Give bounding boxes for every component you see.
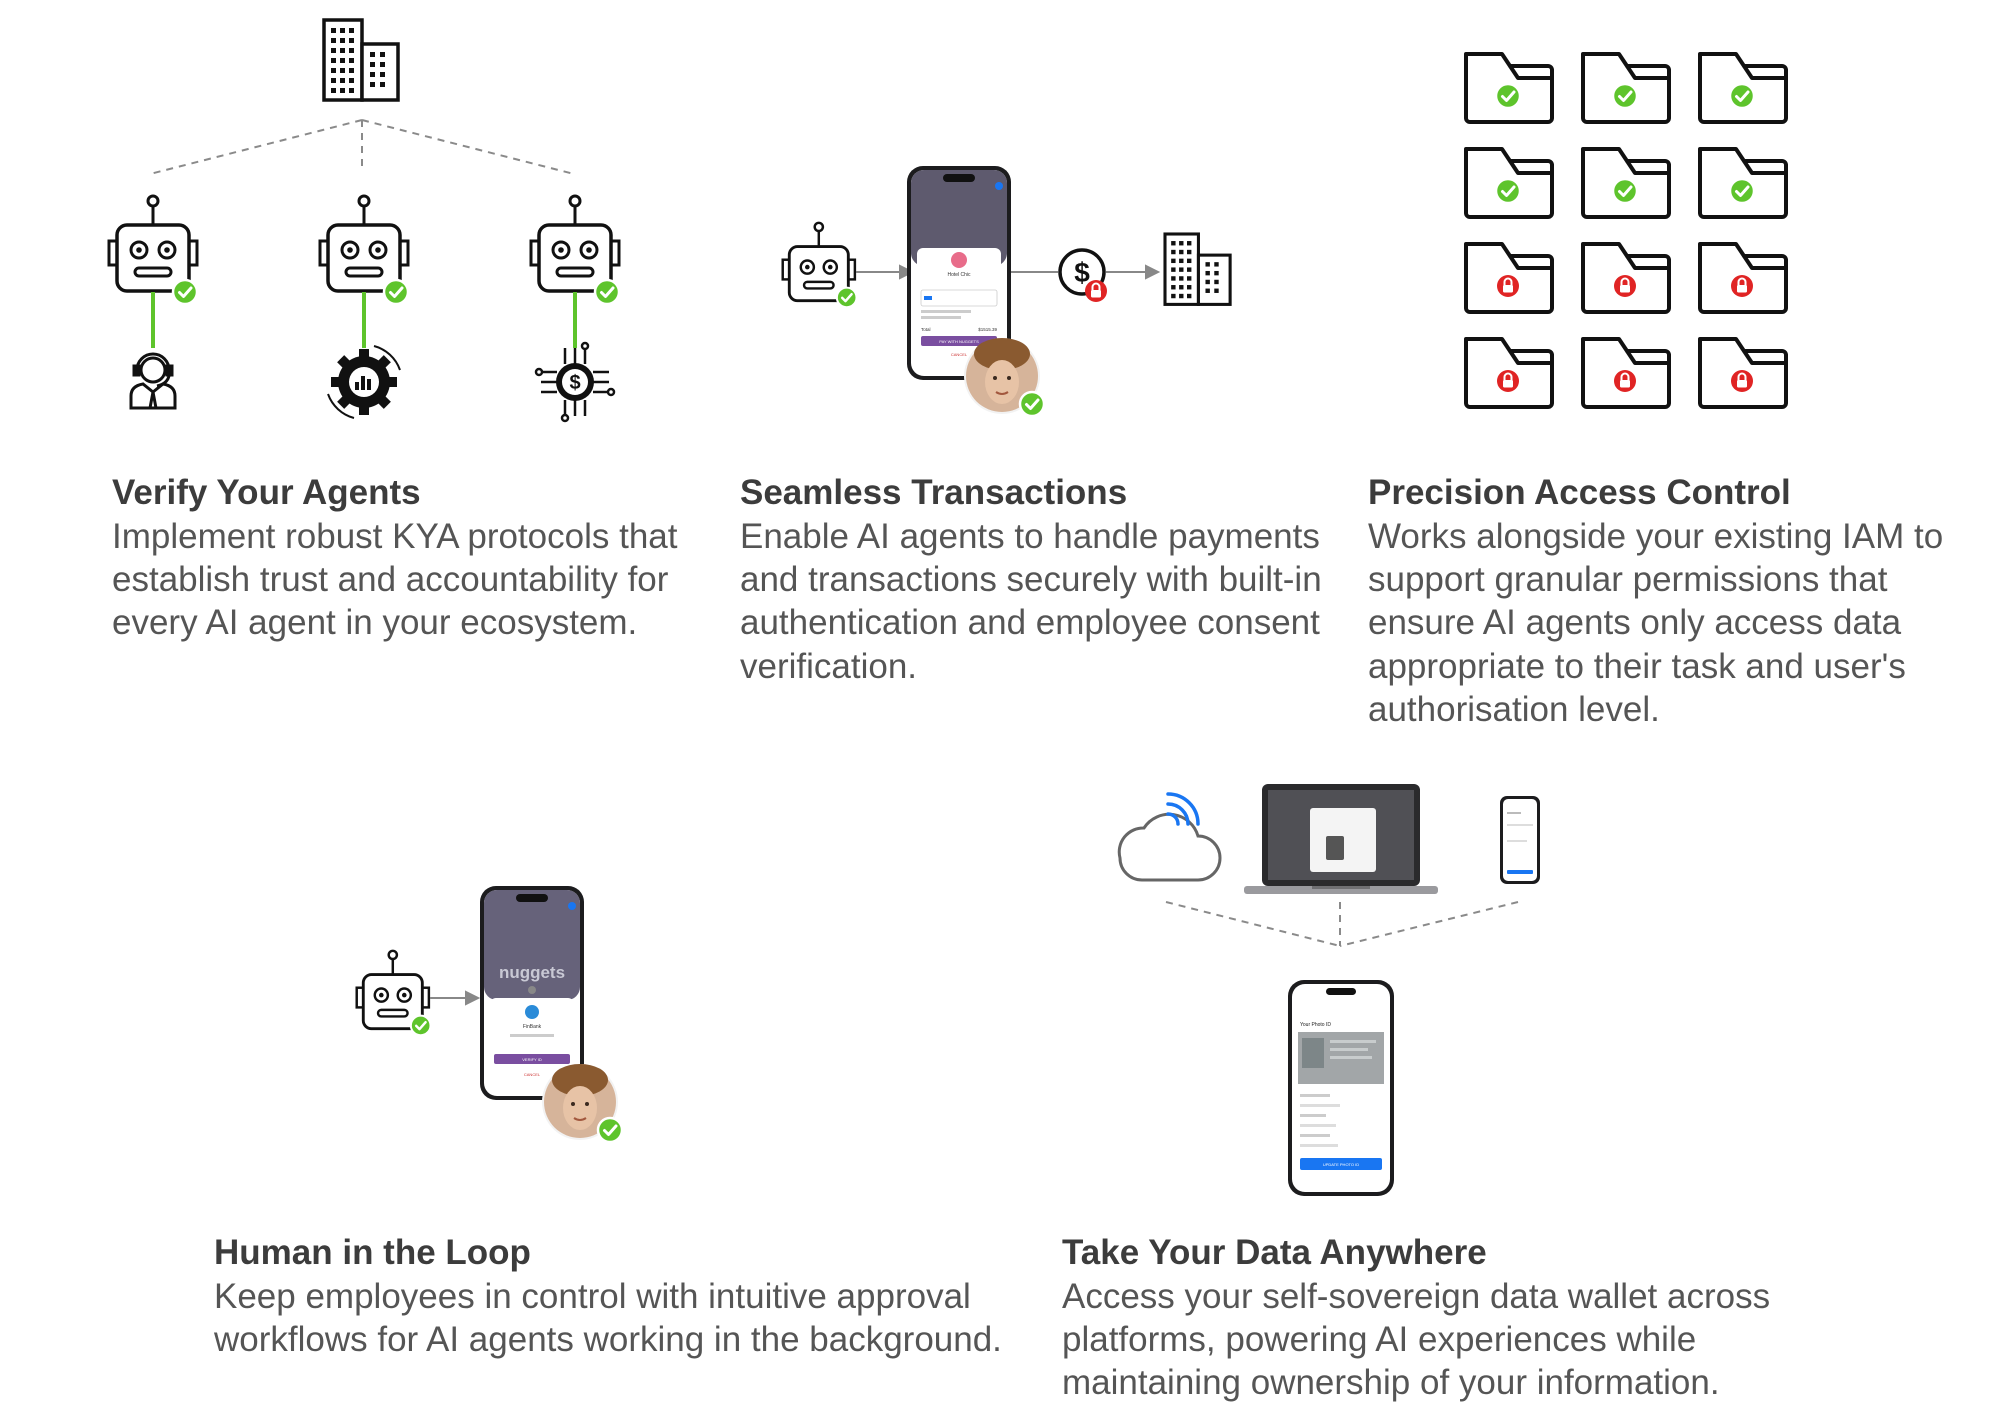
feature-description: Implement robust KYA protocols that esta…	[112, 516, 678, 643]
feature-description: Works alongside your existing IAM to sup…	[1368, 516, 1944, 730]
lock-badge-icon	[1613, 369, 1637, 393]
folder-icon	[1581, 52, 1671, 124]
phone-icon: Your Photo ID UPDATE PHOTO ID	[1288, 980, 1394, 1196]
folder-icon	[1698, 242, 1788, 314]
laptop-icon	[1244, 784, 1438, 894]
lock-badge-icon	[1730, 274, 1754, 298]
folder-grid	[1464, 52, 1788, 409]
lock-badge-icon	[1730, 369, 1754, 393]
check-badge-icon	[1611, 82, 1639, 110]
feature-verify-agents: Verify Your Agents Implement robust KYA …	[112, 472, 692, 645]
feature-human-in-the-loop: Human in the Loop Keep employees in cont…	[214, 1232, 1014, 1361]
folder-icon	[1464, 337, 1554, 409]
check-badge-icon	[1494, 82, 1522, 110]
update-photo-button-label: UPDATE PHOTO ID	[1323, 1162, 1359, 1167]
feature-take-your-data-anywhere: Take Your Data Anywhere Access your self…	[1062, 1232, 1872, 1405]
merchant-label: Hotel Chic	[947, 272, 971, 278]
folder-icon	[1464, 52, 1554, 124]
gear-chart-icon	[327, 345, 401, 419]
feature-title: Precision Access Control	[1368, 473, 1791, 512]
phone-icon: Hotel Chic Total $1515.39 PAY WITH NUGGE…	[907, 166, 1011, 380]
transactions-illustration: Hotel Chic Total $1515.39 PAY WITH NUGGE…	[781, 166, 1232, 418]
robot-icon	[529, 194, 621, 306]
check-badge-icon	[1728, 82, 1756, 110]
feature-seamless-transactions: Seamless Transactions Enable AI agents t…	[740, 472, 1330, 688]
arrow-dollar-to-building	[1106, 264, 1161, 280]
svg-text:$: $	[569, 372, 580, 394]
app-name-label: FinBank	[523, 1024, 542, 1030]
support-agent-icon	[129, 352, 177, 410]
total-label: Total	[921, 327, 931, 332]
lock-badge-icon	[1613, 274, 1637, 298]
feature-description: Keep employees in control with intuitive…	[214, 1276, 1002, 1360]
hierarchy-dashed-lines	[149, 119, 575, 175]
feature-description: Access your self-sovereign data wallet a…	[1062, 1276, 1771, 1403]
dollar-circle-icon: $	[1058, 248, 1108, 303]
avatar-photo	[542, 1064, 624, 1144]
cancel-label: CANCEL	[951, 352, 968, 357]
folder-icon	[1581, 147, 1671, 219]
folder-icon	[1698, 52, 1788, 124]
phone-icon	[1500, 796, 1540, 884]
avatar-photo	[964, 338, 1046, 418]
folder-icon	[1698, 147, 1788, 219]
robot-icon	[318, 194, 410, 306]
photo-id-title: Your Photo ID	[1300, 1022, 1331, 1028]
green-connector-lines	[151, 292, 577, 348]
feature-title: Verify Your Agents	[112, 473, 421, 512]
building-icon	[1163, 232, 1232, 306]
sync-dashed-lines	[1165, 901, 1519, 947]
folder-icon	[1464, 242, 1554, 314]
arrow-robot-to-phone	[856, 264, 915, 280]
feature-title: Seamless Transactions	[740, 473, 1128, 512]
cloud-wifi-icon	[1117, 792, 1222, 882]
lock-badge-icon	[1496, 274, 1520, 298]
robot-icon	[107, 194, 199, 306]
data-anywhere-illustration: Your Photo ID UPDATE PHOTO ID	[1117, 784, 1540, 1196]
pay-button-label: PAY WITH NUGGETS	[939, 339, 979, 344]
robot-icon	[355, 949, 432, 1037]
folder-icon	[1581, 337, 1671, 409]
feature-description: Enable AI agents to handle payments and …	[740, 516, 1322, 686]
check-badge-icon	[1728, 177, 1756, 205]
check-badge-icon	[1494, 177, 1522, 205]
total-value: $1515.39	[978, 327, 997, 332]
verify-button-label: VERIFY ID	[522, 1057, 542, 1062]
lock-badge-icon	[1496, 369, 1520, 393]
human-loop-illustration: nuggets FinBank VERIFY ID CANCEL	[355, 886, 624, 1144]
verify-agents-illustration: $	[107, 18, 621, 423]
building-icon	[322, 18, 400, 102]
robot-icon	[781, 221, 858, 309]
arrow-robot-to-phone	[430, 990, 481, 1006]
folder-icon	[1581, 242, 1671, 314]
svg-text:$: $	[1074, 257, 1090, 288]
nuggets-brand-label: nuggets	[499, 963, 565, 982]
phone-icon: nuggets FinBank VERIFY ID CANCEL	[480, 886, 584, 1100]
check-badge-icon	[1611, 177, 1639, 205]
feature-title: Human in the Loop	[214, 1233, 531, 1272]
folder-icon	[1698, 337, 1788, 409]
dollar-circuit-icon: $	[534, 341, 616, 423]
folder-icon	[1464, 147, 1554, 219]
feature-title: Take Your Data Anywhere	[1062, 1233, 1487, 1272]
cancel-label: CANCEL	[524, 1072, 541, 1077]
feature-precision-access-control: Precision Access Control Works alongside…	[1368, 472, 1948, 732]
